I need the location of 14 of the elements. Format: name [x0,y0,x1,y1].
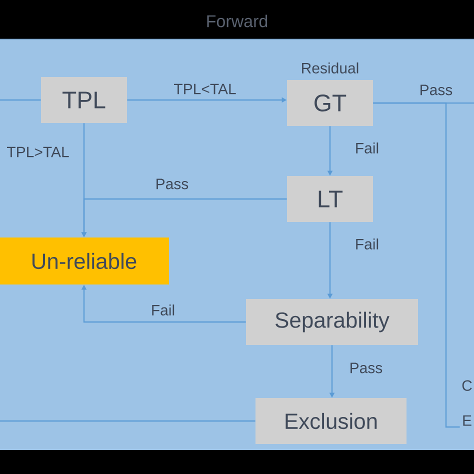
process-box: TPL [41,77,127,123]
edge-label: TPL>TAL [6,146,70,158]
process-box: Exclusion [256,398,406,444]
cut-off-text: C E [462,380,472,426]
connector-line [0,420,256,422]
node-caption: Residual [302,62,358,74]
process-box: Separability [246,299,418,345]
process-box: GT [287,80,373,126]
edge-label: TPL<TAL [172,82,238,96]
title: Forward [207,14,268,28]
connector-line [0,99,41,101]
process-box: LT [287,176,373,222]
connector-line [373,102,460,428]
warning-box: Un-reliable [0,238,169,284]
